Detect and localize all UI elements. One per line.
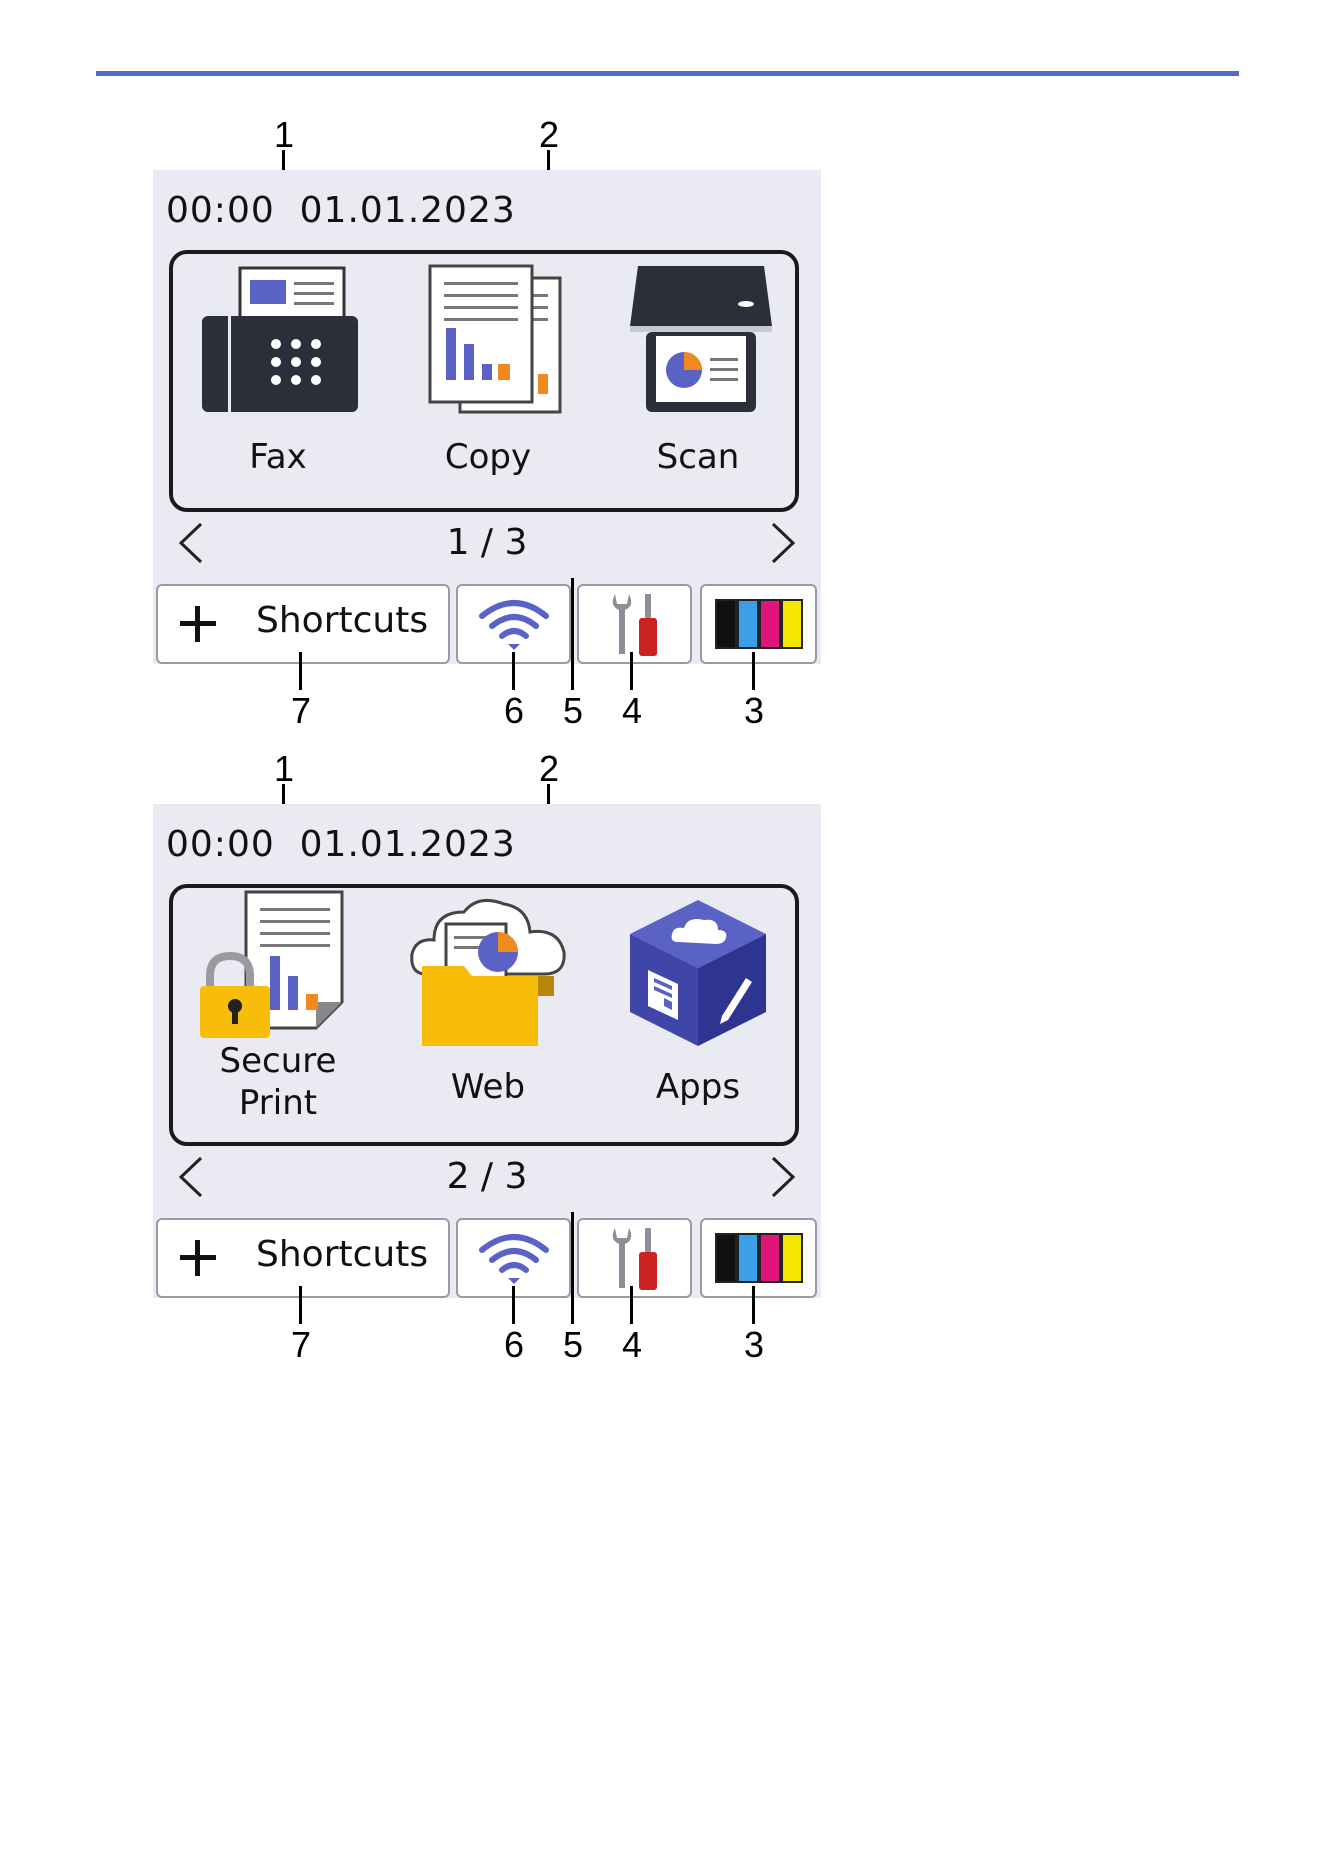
callout-6: 6: [494, 1324, 534, 1366]
copy-icon: [408, 264, 568, 414]
leader-4: [630, 1286, 633, 1324]
leader-6: [512, 1286, 515, 1324]
web-icon: [408, 898, 568, 1048]
datetime-display: 00:00 01.01.2023: [166, 190, 516, 231]
page-indicator: 2 / 3: [153, 1152, 821, 1202]
chevron-right-icon[interactable]: [765, 1154, 801, 1200]
app-buttons-area: Secure Print Web: [169, 884, 799, 1146]
app-label: Fax: [173, 432, 383, 482]
callout-4: 4: [612, 1324, 652, 1366]
leader-5: [571, 1212, 574, 1324]
page-indicator: 1 / 3: [153, 518, 821, 568]
diagram-home-page-1: 1 2 00:00 01.01.2023: [0, 0, 1324, 620]
app-buttons-area: Fax: [169, 250, 799, 512]
copy-button[interactable]: Copy: [383, 254, 593, 508]
lcd-screen: 00:00 01.01.2023: [153, 804, 821, 1298]
ink-levels-icon: [702, 1220, 817, 1296]
leader-3: [752, 1286, 755, 1324]
web-button[interactable]: Web: [383, 888, 593, 1142]
wifi-icon: [458, 1220, 571, 1296]
scan-icon: [618, 264, 778, 414]
callout-5: 5: [553, 1324, 593, 1366]
secure-print-icon: [198, 890, 358, 1040]
datetime-display: 00:00 01.01.2023: [166, 824, 516, 865]
tools-icon: [579, 1220, 692, 1296]
diagram-home-page-2: 1 2 00:00 01.01.2023: [0, 634, 1324, 1254]
callout-3: 3: [734, 1324, 774, 1366]
secure-print-button[interactable]: Secure Print: [173, 888, 383, 1142]
ink-levels-button[interactable]: [700, 1218, 817, 1298]
leader-7: [299, 1286, 302, 1324]
app-label: Secure Print: [173, 1040, 383, 1124]
fax-button[interactable]: Fax: [173, 254, 383, 508]
shortcuts-button[interactable]: Shortcuts: [156, 1218, 450, 1298]
fax-icon: [198, 264, 358, 414]
page-number: 2 / 3: [153, 1156, 821, 1197]
settings-button[interactable]: [577, 1218, 692, 1298]
chevron-right-icon[interactable]: [765, 520, 801, 566]
lcd-screen: 00:00 01.01.2023: [153, 170, 821, 664]
app-label: Copy: [383, 432, 593, 482]
apps-button[interactable]: Apps: [593, 888, 803, 1142]
app-label: Apps: [593, 1062, 803, 1112]
plus-icon: [176, 1236, 220, 1280]
page-number: 1 / 3: [153, 522, 821, 563]
callout-7: 7: [281, 1324, 321, 1366]
shortcuts-label: Shortcuts: [256, 1234, 428, 1275]
app-label: Web: [383, 1062, 593, 1112]
scan-button[interactable]: Scan: [593, 254, 803, 508]
apps-icon: [618, 898, 778, 1048]
app-label: Scan: [593, 432, 803, 482]
